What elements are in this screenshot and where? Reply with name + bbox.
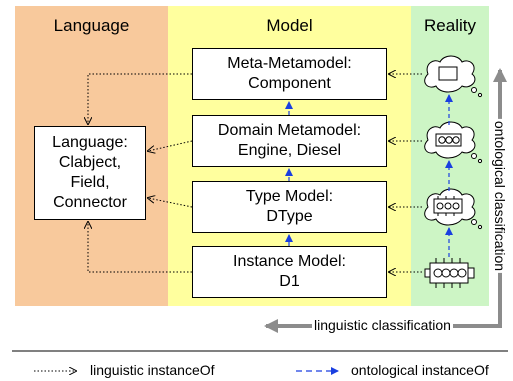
ontological-classification-label: ontological classification (492, 118, 508, 274)
model-panel-title: Model (266, 16, 313, 35)
language-box: Language: Clabject, Field, Connector (34, 126, 146, 220)
legend-linguistic-label: linguistic instanceOf (90, 362, 215, 378)
linguistic-arrows (88, 74, 422, 272)
instance-model-value: D1 (279, 273, 300, 290)
linguistic-classification-label: linguistic classification (312, 317, 453, 333)
meta-metamodel-label: Meta-Metamodel: (227, 55, 352, 72)
domain-metamodel-label: Domain Metamodel: (217, 122, 362, 139)
domain-metamodel-value: Engine, Diesel (237, 142, 342, 159)
engine-thought-icon (424, 121, 483, 164)
diesel-type-thought-icon (424, 188, 483, 230)
diesel-engine-icon (424, 258, 475, 288)
reality-panel-title: Reality (424, 16, 476, 35)
type-model-value: DType (266, 208, 313, 225)
language-item-clabject: Clabject, (58, 154, 122, 171)
linguistic-arrow-meta (88, 73, 192, 124)
meta-metamodel-box: Meta-Metamodel: Component (192, 48, 387, 100)
linguistic-arrow-instance (88, 222, 192, 273)
linguistic-arrow-type (148, 198, 193, 208)
meta-metamodel-value: Component (248, 75, 331, 92)
type-model-label: Type Model: (245, 188, 334, 205)
type-model-box: Type Model: DType (192, 181, 387, 233)
instance-model-label: Instance Model: (233, 253, 346, 270)
domain-metamodel-box: Domain Metamodel: Engine, Diesel (192, 115, 387, 167)
language-box-title: Language: (52, 134, 128, 151)
component-thought-icon (424, 55, 483, 98)
instance-model-box: Instance Model: D1 (192, 246, 387, 298)
language-item-field: Field, (70, 174, 110, 191)
language-panel-title: Language (53, 16, 130, 35)
legend-ontological-label: ontological instanceOf (351, 362, 489, 378)
linguistic-arrow-domain (148, 140, 193, 151)
language-item-connector: Connector (53, 194, 127, 211)
